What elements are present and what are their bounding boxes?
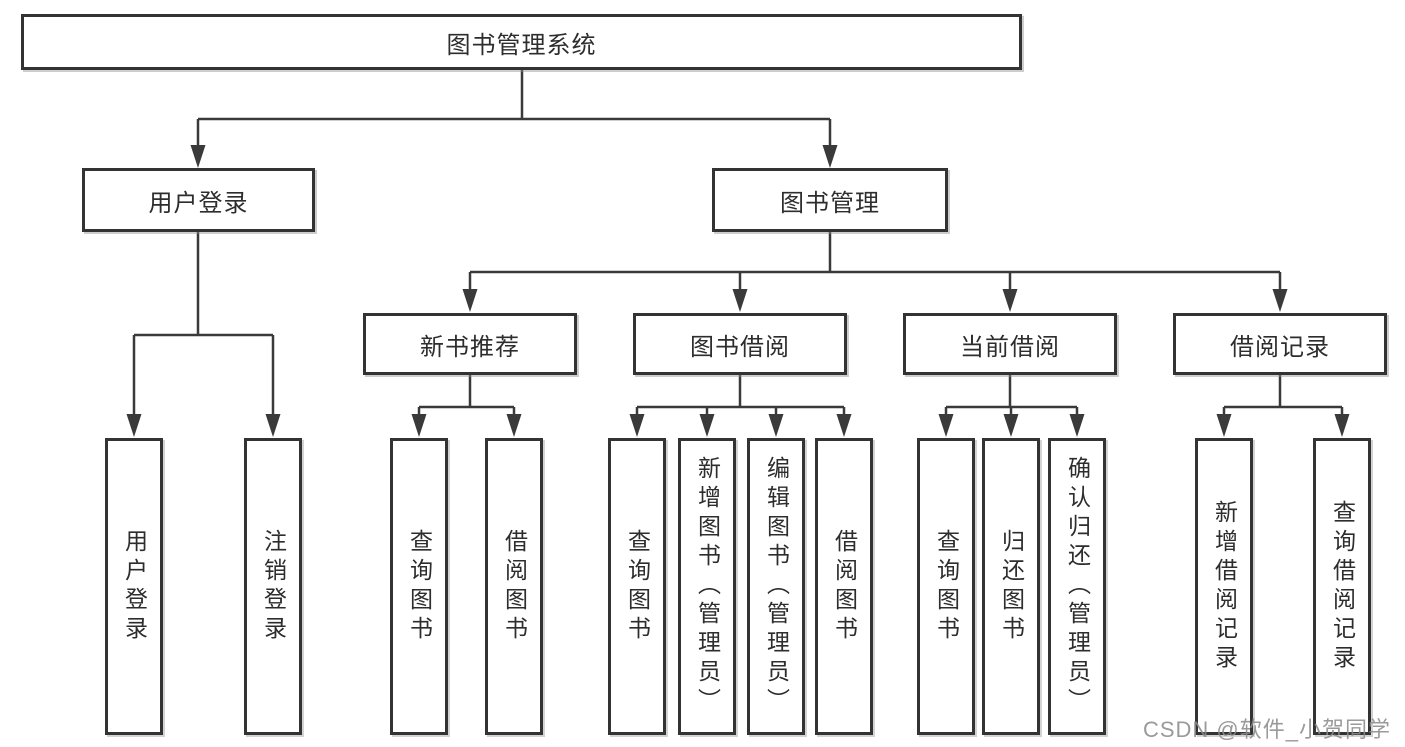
connector-recommend-to-leaves bbox=[417, 375, 516, 416]
leaf-query-books-recommend: 查询图书 bbox=[390, 438, 448, 735]
connector-borrow-to-leaves bbox=[635, 375, 846, 416]
leaf-label: 借阅图书 bbox=[831, 528, 858, 645]
arrow-down-icon bbox=[822, 145, 838, 168]
arrow-down-icon bbox=[938, 414, 954, 437]
leaf-edit-books-admin: 编辑图书（管理员） bbox=[747, 438, 805, 735]
arrow-down-icon bbox=[1272, 289, 1288, 312]
leaf-user-login: 用户登录 bbox=[105, 438, 163, 735]
arrow-down-icon bbox=[411, 414, 427, 437]
arrow-down-icon bbox=[190, 145, 206, 168]
leaf-label: 查询图书 bbox=[406, 528, 433, 645]
leaf-label: 编辑图书（管理员） bbox=[763, 456, 790, 717]
leaf-label: 注销登录 bbox=[260, 528, 287, 645]
node-root-system: 图书管理系统 bbox=[21, 14, 1022, 70]
leaf-label: 借阅图书 bbox=[501, 528, 528, 645]
arrow-down-icon bbox=[462, 289, 478, 312]
arrow-down-icon bbox=[126, 414, 142, 437]
node-new-book-recommend: 新书推荐 bbox=[363, 313, 577, 375]
node-borrowing-records: 借阅记录 bbox=[1173, 313, 1387, 375]
leaf-label: 新增图书（管理员） bbox=[694, 456, 721, 717]
arrow-down-icon bbox=[836, 414, 852, 437]
connector-mgmt-to-level3 bbox=[468, 232, 1282, 291]
arrow-down-icon bbox=[629, 414, 645, 437]
leaf-logout: 注销登录 bbox=[244, 438, 302, 735]
arrow-down-icon bbox=[506, 414, 522, 437]
arrow-down-icon bbox=[1003, 414, 1019, 437]
arrow-down-icon bbox=[768, 414, 784, 437]
arrow-down-icon bbox=[1002, 289, 1018, 312]
leaf-add-borrow-record: 新增借阅记录 bbox=[1195, 438, 1253, 735]
arrow-down-icon bbox=[1334, 414, 1350, 437]
leaf-label: 查询图书 bbox=[933, 528, 960, 645]
arrow-down-icon bbox=[732, 289, 748, 312]
leaf-query-books-current: 查询图书 bbox=[917, 438, 975, 735]
node-user-login: 用户登录 bbox=[82, 168, 315, 232]
arrow-down-icon bbox=[1069, 414, 1085, 437]
connector-current-to-leaves bbox=[944, 375, 1079, 416]
leaf-borrow-books-recommend: 借阅图书 bbox=[485, 438, 543, 735]
leaf-label: 用户登录 bbox=[121, 528, 148, 645]
node-book-borrowing: 图书借阅 bbox=[633, 313, 847, 375]
leaf-label: 归还图书 bbox=[998, 528, 1025, 645]
leaf-label: 确认归还（管理员） bbox=[1064, 456, 1091, 717]
csdn-watermark: CSDN @软件_小贺同学 bbox=[1142, 717, 1391, 742]
connector-record-to-leaves bbox=[1222, 375, 1344, 416]
arrow-down-icon bbox=[265, 414, 281, 437]
leaf-label: 查询借阅记录 bbox=[1329, 499, 1356, 674]
leaf-add-books-admin: 新增图书（管理员） bbox=[678, 438, 736, 735]
node-current-borrowing: 当前借阅 bbox=[903, 313, 1117, 375]
connector-login-to-leaves bbox=[132, 232, 275, 416]
arrow-down-icon bbox=[699, 414, 715, 437]
leaf-return-books: 归还图书 bbox=[982, 438, 1040, 735]
leaf-query-books-borrowing: 查询图书 bbox=[608, 438, 666, 735]
leaf-query-borrow-record: 查询借阅记录 bbox=[1313, 438, 1371, 735]
leaf-label: 查询图书 bbox=[624, 528, 651, 645]
leaf-confirm-return-admin: 确认归还（管理员） bbox=[1048, 438, 1106, 735]
connector-root-to-level2 bbox=[196, 69, 832, 147]
arrow-down-icon bbox=[1216, 414, 1232, 437]
leaf-label: 新增借阅记录 bbox=[1211, 499, 1238, 674]
leaf-borrow-books: 借阅图书 bbox=[815, 438, 873, 735]
node-book-management: 图书管理 bbox=[712, 168, 948, 232]
